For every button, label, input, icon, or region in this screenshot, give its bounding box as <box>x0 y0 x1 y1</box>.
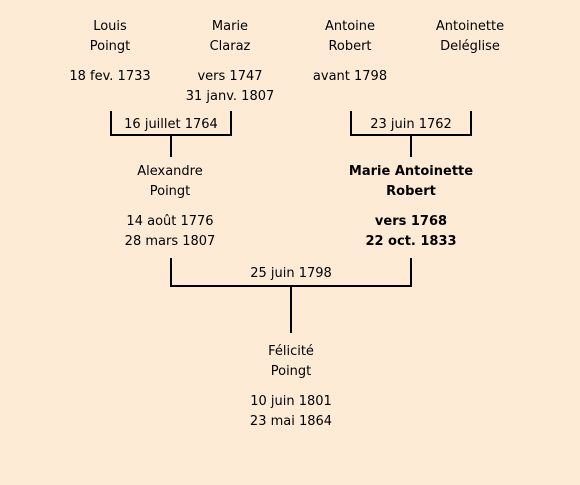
family-name: Claraz <box>209 39 251 54</box>
given-name: Félicité <box>268 344 314 359</box>
person-antoine-robert[interactable]: Antoine Robert avant 1798 <box>280 17 420 87</box>
given-name: Alexandre <box>137 164 203 179</box>
person-felicite-poingt[interactable]: Félicité Poingt 10 juin 1801 23 mai 1864 <box>221 342 361 432</box>
given-name: Marie <box>211 19 249 34</box>
family-name: Poingt <box>89 39 131 54</box>
birth-date: 18 fev. 1733 <box>69 69 151 84</box>
person-antoinette-deleglise[interactable]: Antoinette Deléglise <box>400 17 540 57</box>
given-name: Antoinette <box>435 19 505 34</box>
marriage-date-alexandre-marie-antoinette: 25 juin 1798 <box>246 266 336 282</box>
marriage-date-antoine-antoinette: 23 juin 1762 <box>366 117 456 133</box>
birth-date: vers 1747 <box>197 69 263 84</box>
birth-date: 14 août 1776 <box>126 214 214 229</box>
given-name: Louis <box>93 19 127 34</box>
birth-date: 10 juin 1801 <box>250 394 332 409</box>
birth-date: avant 1798 <box>312 69 388 84</box>
family-name: Robert <box>328 39 372 54</box>
family-name: Poingt <box>149 184 191 199</box>
family-name: Deléglise <box>440 39 500 54</box>
given-name: Antoine <box>324 19 376 34</box>
birth-date: vers 1768 <box>374 214 448 229</box>
death-date: 31 janv. 1807 <box>185 89 275 104</box>
death-date: 23 mai 1864 <box>249 414 333 429</box>
person-marie-antoinette-robert[interactable]: Marie Antoinette Robert vers 1768 22 oct… <box>341 162 481 252</box>
given-name: Marie Antoinette <box>348 164 474 179</box>
marriage-date-louis-marie: 16 juillet 1764 <box>122 117 220 133</box>
person-marie-claraz[interactable]: Marie Claraz vers 1747 31 janv. 1807 <box>160 17 300 107</box>
person-louis-poingt[interactable]: Louis Poingt 18 fev. 1733 <box>40 17 180 87</box>
death-date: 28 mars 1807 <box>124 234 216 249</box>
family-name: Robert <box>386 184 436 199</box>
death-date: 22 oct. 1833 <box>365 234 457 249</box>
person-alexandre-poingt[interactable]: Alexandre Poingt 14 août 1776 28 mars 18… <box>100 162 240 252</box>
family-name: Poingt <box>270 364 312 379</box>
